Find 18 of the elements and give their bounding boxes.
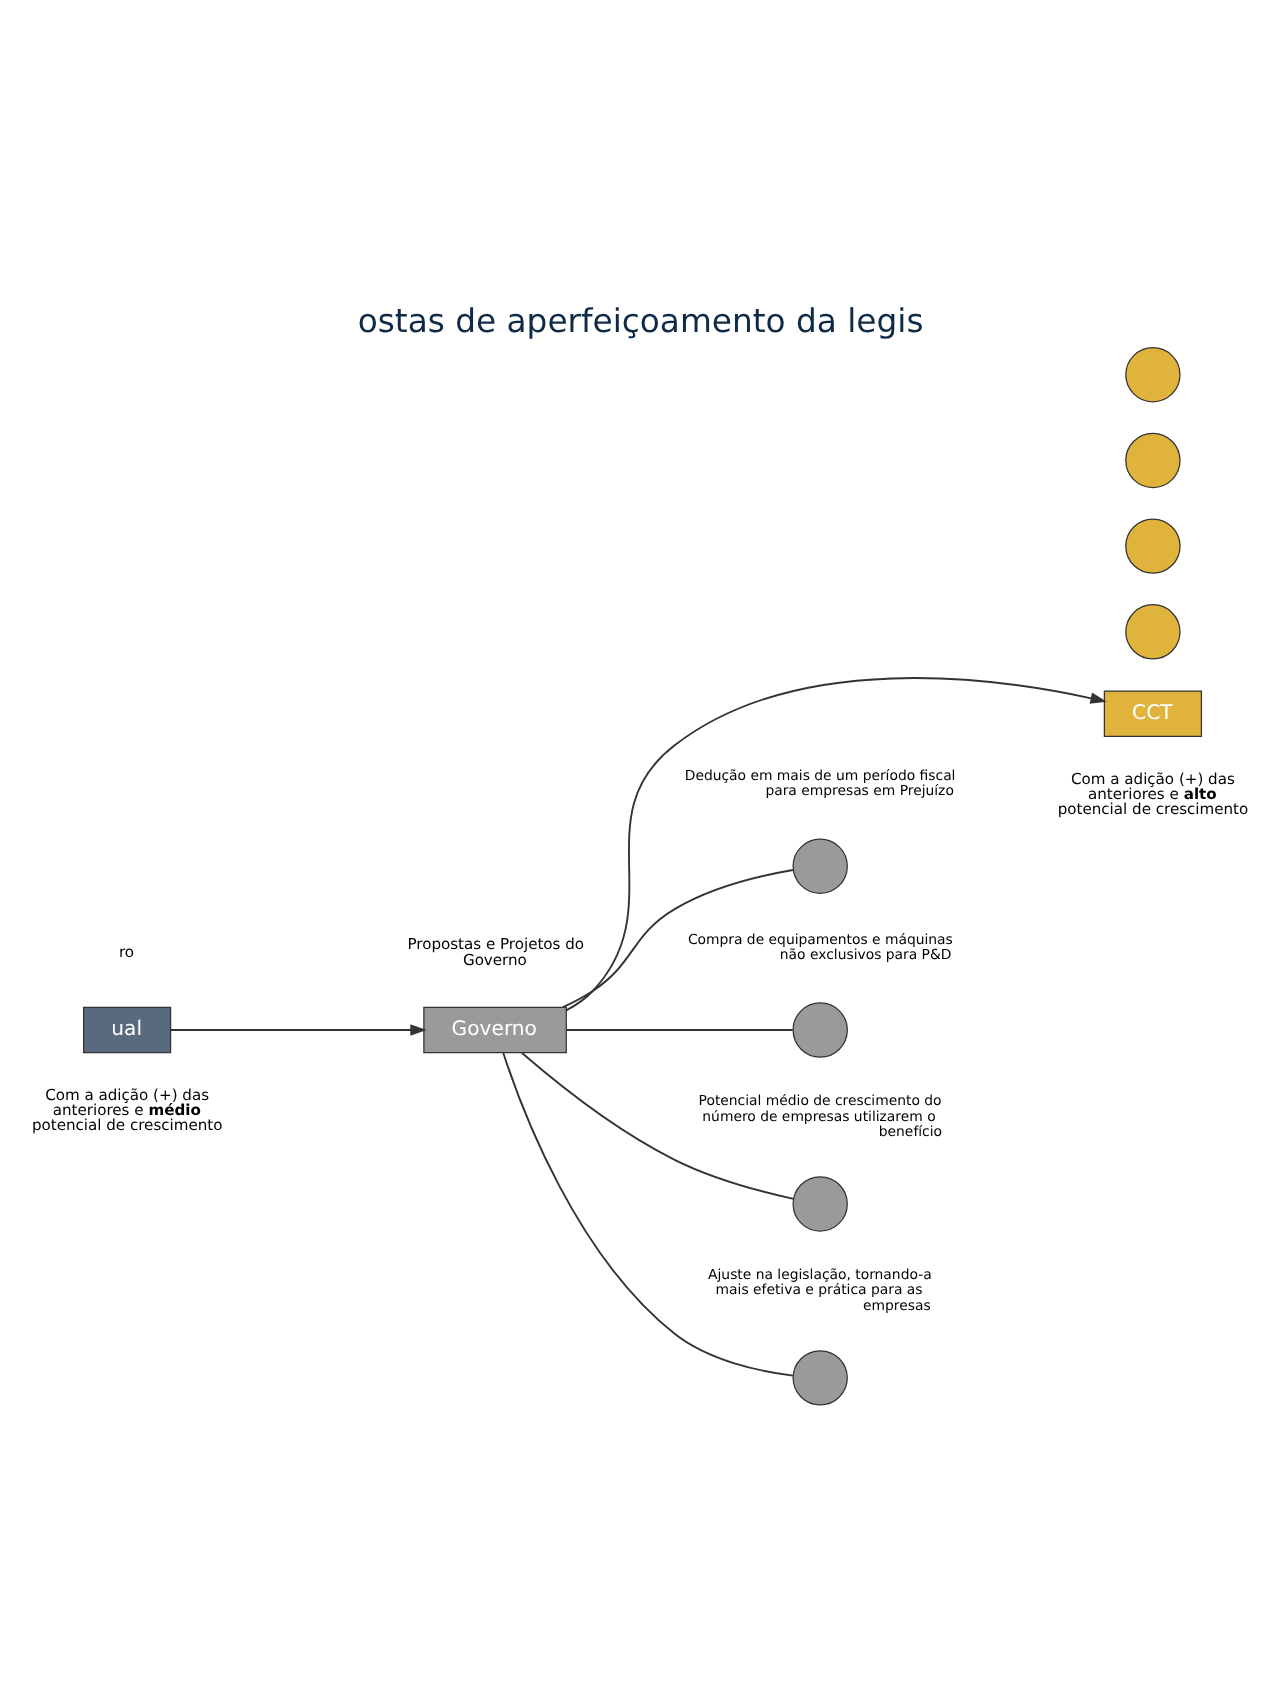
node-circle xyxy=(792,838,848,894)
node-box: Governo xyxy=(423,1006,567,1054)
node-circle xyxy=(792,1176,848,1232)
node-circle xyxy=(792,1350,848,1406)
node-box: ual xyxy=(83,1006,172,1054)
arrow xyxy=(565,677,1107,1012)
node-box: CCT xyxy=(1103,690,1203,738)
node-circle xyxy=(792,1002,848,1058)
diagram-title: ostas de aperfeiçoamento da legis xyxy=(357,302,924,341)
connector xyxy=(502,1052,794,1377)
node-circle xyxy=(1125,518,1181,574)
connector xyxy=(520,1051,795,1200)
node-circle xyxy=(1125,432,1181,489)
arrow xyxy=(169,1024,427,1036)
node-circle xyxy=(1125,347,1181,403)
node-circle xyxy=(1125,604,1181,660)
connector xyxy=(562,869,794,1009)
connector xyxy=(565,1029,794,1031)
